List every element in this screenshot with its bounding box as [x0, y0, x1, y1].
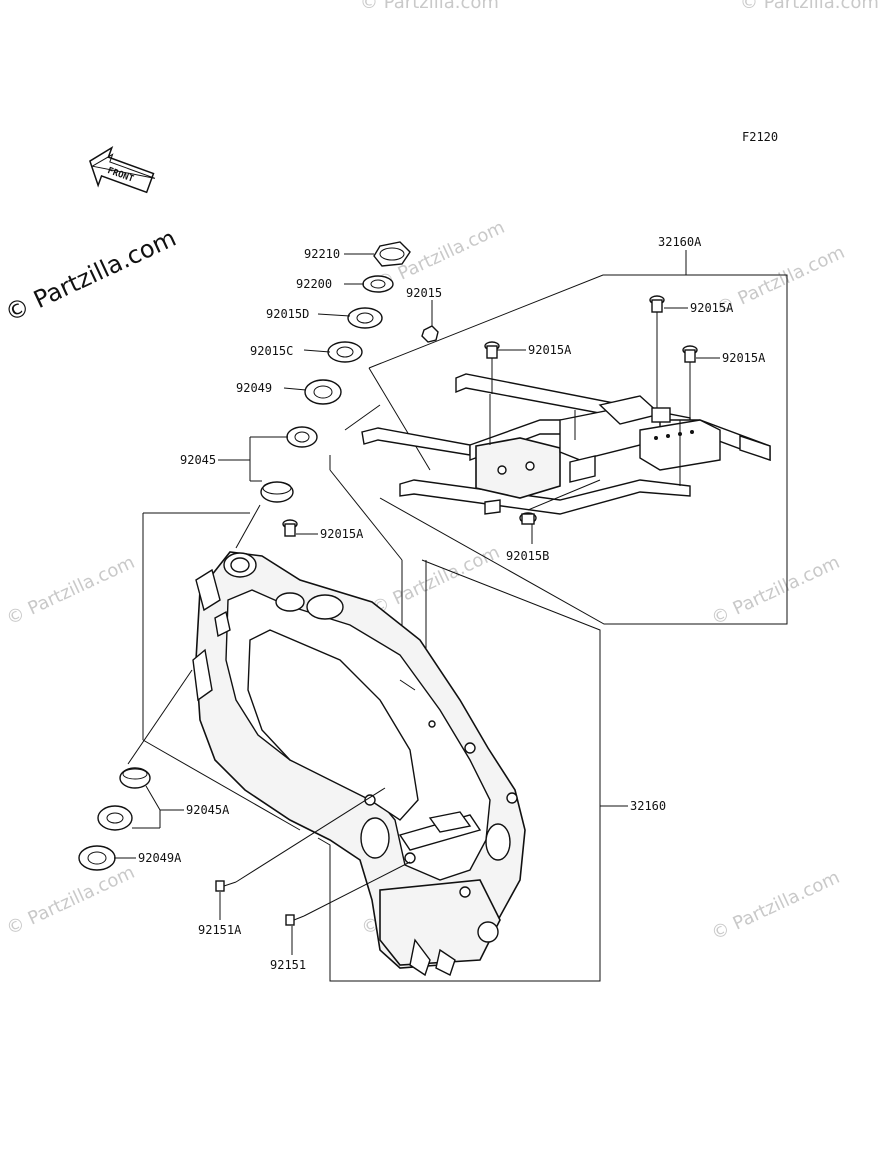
- part-label-92015B[interactable]: 92015B: [506, 549, 549, 563]
- watermark-tile: © Partzilla.com: [708, 552, 843, 630]
- bearing-92045-upper-icon: [286, 426, 318, 448]
- plug-92015B-icon: [519, 512, 537, 525]
- part-label-92015A[interactable]: 92015A: [320, 527, 364, 541]
- leader-lines: [114, 253, 720, 955]
- bolt-92151A-icon: [215, 880, 237, 892]
- part-label-32160A[interactable]: 32160A: [658, 235, 702, 249]
- nut-92015-icon: [421, 325, 439, 343]
- part-label-92045[interactable]: 92045: [180, 453, 216, 467]
- part-label-92151A[interactable]: 92151A: [198, 923, 242, 937]
- subframe-bracket: [344, 250, 788, 625]
- main-frame: [192, 551, 526, 977]
- watermark-tile: © Partzilla.com: [3, 552, 138, 630]
- bearing-92045A-lower-icon: [97, 805, 133, 831]
- part-label-92151[interactable]: 92151: [270, 958, 306, 972]
- plug-92015A-icon: [484, 341, 500, 359]
- part-label-92049A[interactable]: 92049A: [138, 851, 182, 865]
- nut-92210-icon: [373, 241, 411, 267]
- watermark-tile: © Partzilla.com: [368, 542, 503, 620]
- front-arrow-icon: FRONT: [89, 145, 156, 194]
- part-label-92049[interactable]: 92049: [236, 381, 272, 395]
- nut-92015D-icon: [347, 307, 383, 329]
- watermark-main: © Partzilla.com: [1, 224, 181, 328]
- part-label-92045A[interactable]: 92045A: [186, 803, 230, 817]
- rear-subframe: [361, 373, 771, 515]
- part-label-92015C[interactable]: 92015C: [250, 344, 293, 358]
- bolt-92151-icon: [285, 914, 305, 926]
- part-label-92210[interactable]: 92210: [304, 247, 340, 261]
- watermark-tile: © Partzilla.com: [740, 0, 879, 13]
- watermark-tile: © Partzilla.com: [708, 867, 843, 945]
- steering-stem-parts: [78, 241, 439, 871]
- part-label-92200[interactable]: 92200: [296, 277, 332, 291]
- race-92045A-upper-icon: [119, 767, 151, 789]
- plug-92015A-icon: [649, 295, 665, 313]
- part-label-92015A[interactable]: 92015A: [528, 343, 572, 357]
- part-label-92015A[interactable]: 92015A: [722, 351, 766, 365]
- part-labels: 92210 92200 92015 92015D 92015C 92049 92…: [138, 235, 766, 972]
- part-label-92015D[interactable]: 92015D: [266, 307, 309, 321]
- plug-parts: [282, 295, 698, 537]
- race-92045-lower-icon: [260, 481, 294, 503]
- part-label-92015A[interactable]: 92015A: [690, 301, 734, 315]
- washer-92200-icon: [362, 275, 394, 293]
- plug-92015A-icon: [282, 519, 298, 537]
- nut-92015C-icon: [327, 341, 363, 363]
- part-label-92015[interactable]: 92015: [406, 286, 442, 300]
- watermark-tile: © Partzilla.com: [360, 0, 499, 13]
- figure-code: F2120: [742, 130, 778, 144]
- part-label-32160[interactable]: 32160: [630, 799, 666, 813]
- watermark-tile: © Partzilla.com: [713, 242, 848, 320]
- plug-92015A-icon: [682, 345, 698, 363]
- seal-92049A-icon: [78, 845, 116, 871]
- watermark-tile: © Partzilla.com: [3, 862, 138, 940]
- seal-92049-icon: [304, 379, 342, 405]
